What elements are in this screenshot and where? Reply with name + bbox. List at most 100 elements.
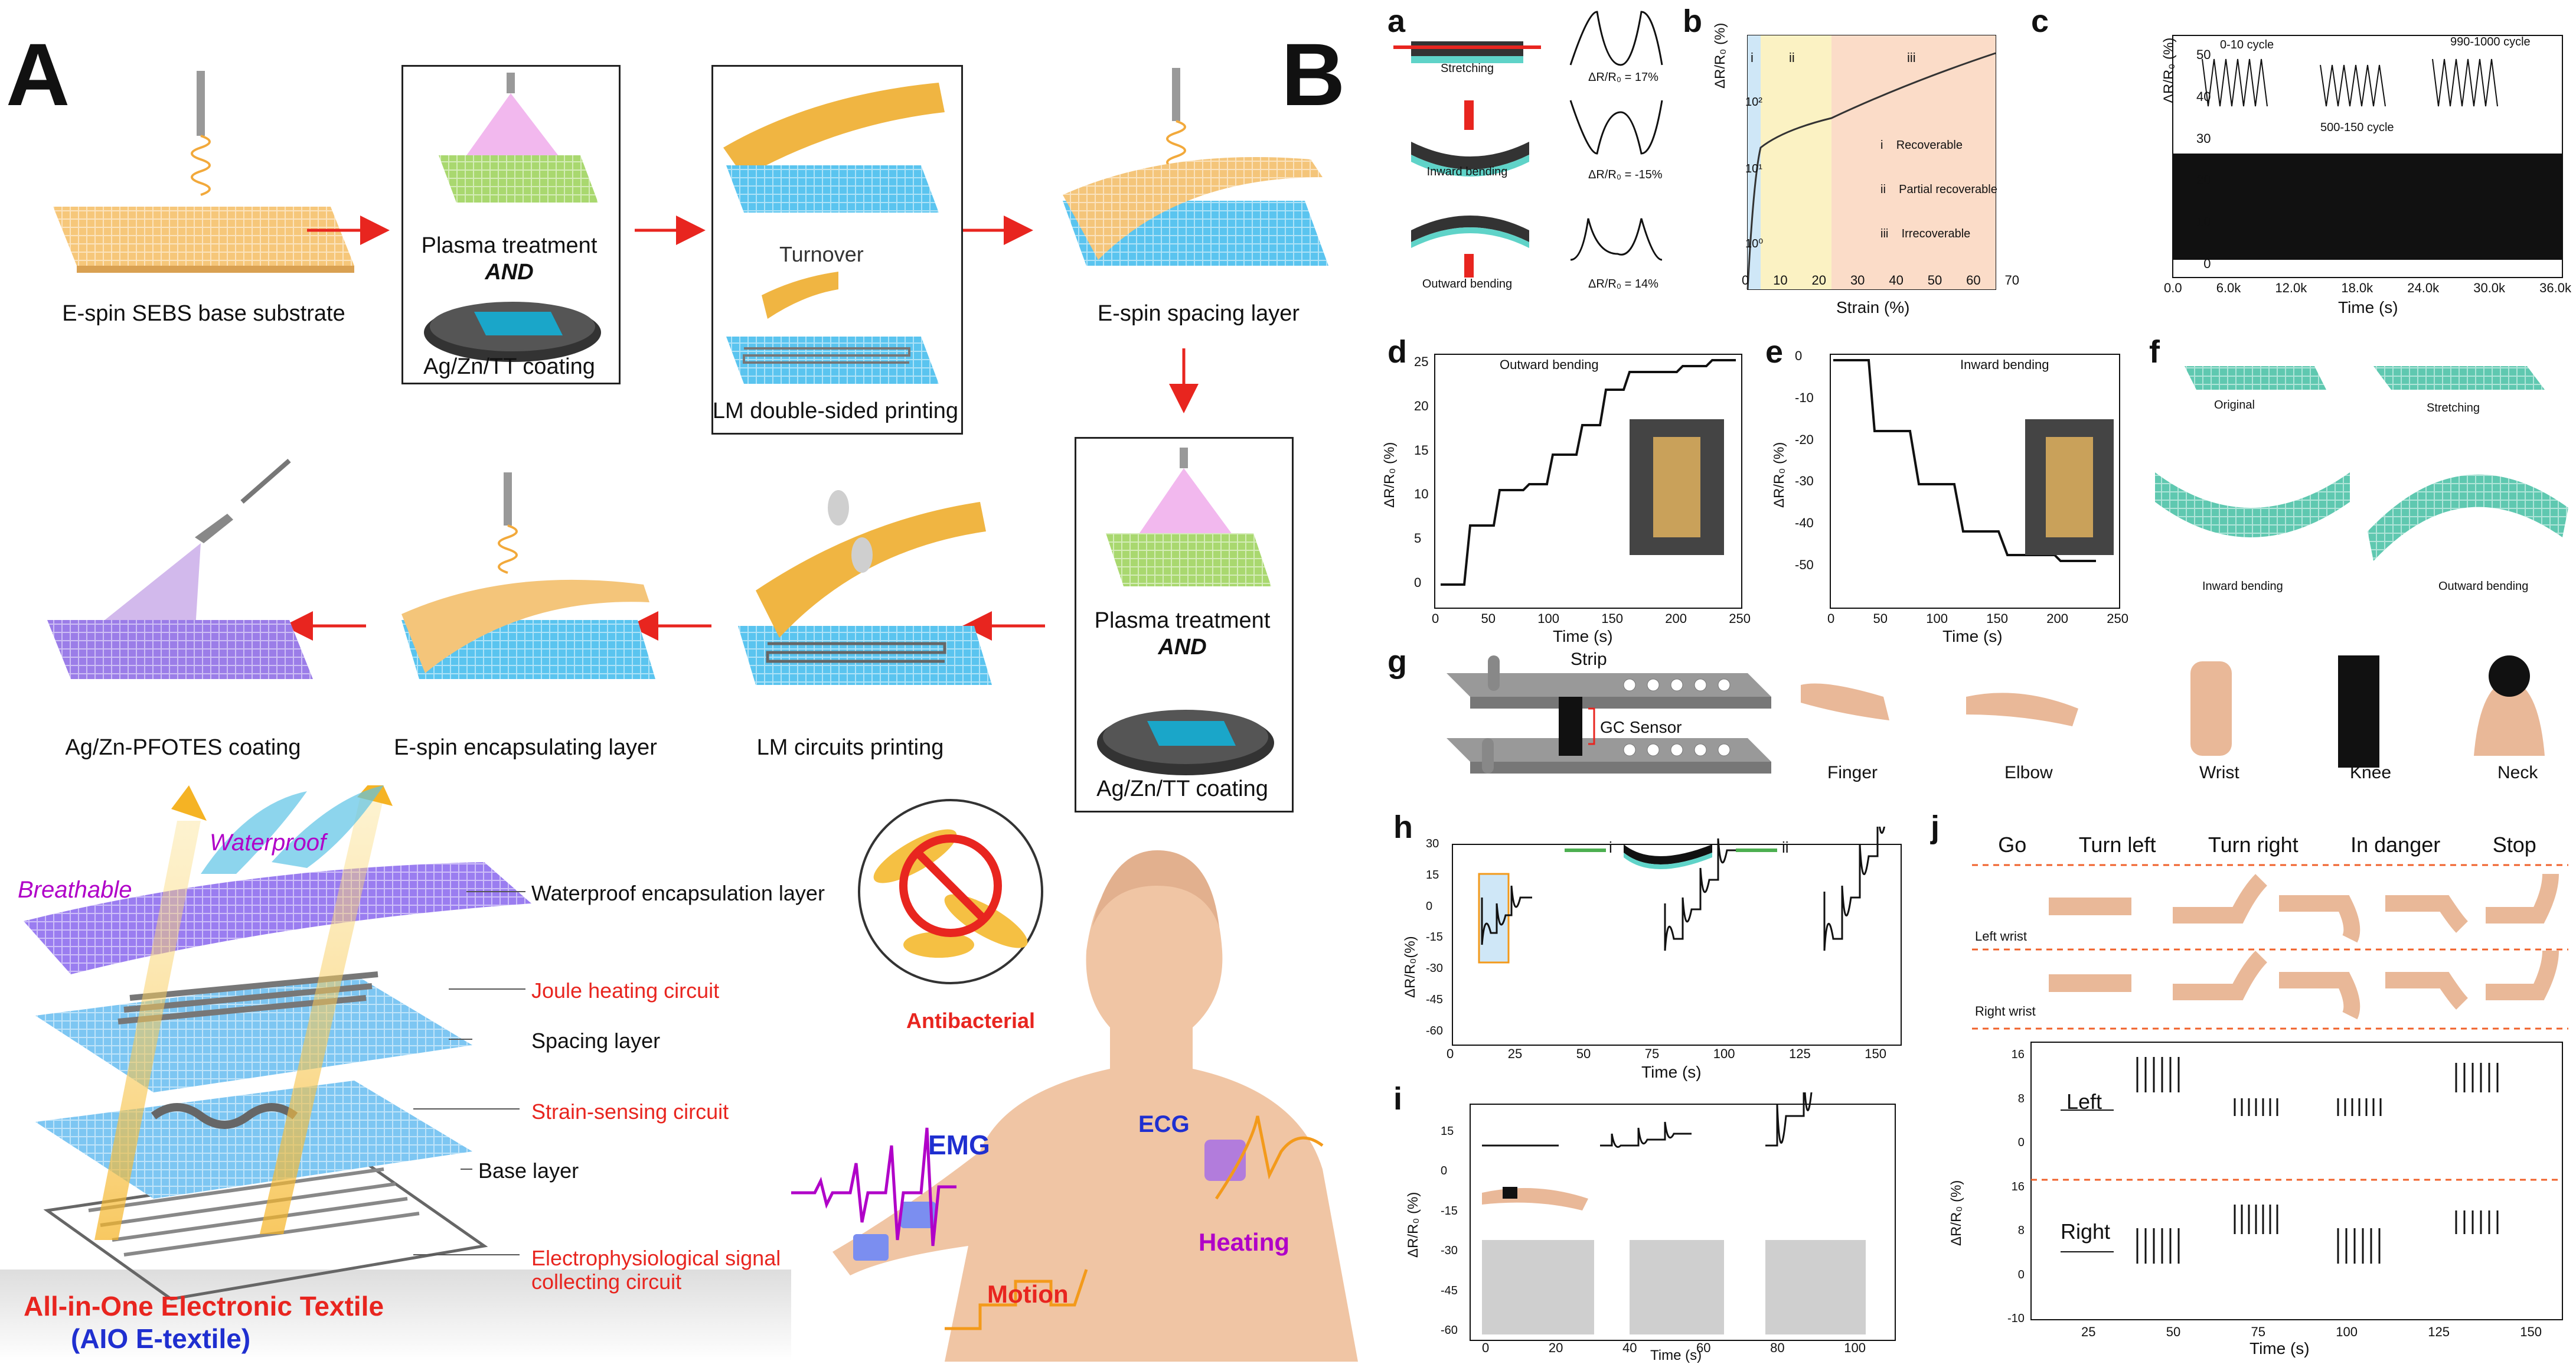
step5-caption-b: AND — [1158, 635, 1207, 660]
sub-c-chart — [2172, 35, 2563, 278]
sub-c-xtick: 18.0k — [2341, 280, 2373, 295]
sub-j-ylabel: ΔR/R₀ (%) — [1948, 1180, 1964, 1246]
sub-g-part4: Knee — [2350, 763, 2392, 782]
panel-b-letter: B — [1281, 25, 1346, 124]
sub-e-ytick: -20 — [1795, 432, 1814, 447]
step3-caption: LM double-sided printing — [712, 399, 959, 423]
sub-d-letter: d — [1387, 334, 1407, 370]
step7-caption: E-spin encapsulating layer — [394, 735, 657, 760]
sub-h-ytick: -30 — [1426, 962, 1443, 975]
aio-title-1: All-in-One Electronic Textile — [24, 1291, 384, 1321]
sub-b-xlabel: Strain (%) — [1836, 298, 1910, 316]
aio-title-2: (AIO E-textile) — [71, 1323, 251, 1354]
sub-h-yticks: 30 15 0 -15 -30 -45 -60 — [1426, 837, 1443, 1038]
sub-i-xtick: 20 — [1548, 1340, 1563, 1355]
sub-f-graphic — [2155, 366, 2568, 561]
layer-electro-label-1: Electrophysiological signal — [531, 1246, 781, 1270]
sub-c-xlabel: Time (s) — [2338, 298, 2398, 316]
sub-e-xtick: 100 — [1926, 611, 1948, 626]
sub-e-ytick: -30 — [1795, 474, 1814, 489]
sub-h-xtick: 100 — [1713, 1046, 1735, 1061]
layer-joule-label: Joule heating circuit — [531, 978, 720, 1003]
sub-a-graphic — [1393, 11, 1663, 278]
sub-f-letter: f — [2149, 334, 2160, 370]
sub-c-xtick: 36.0k — [2539, 280, 2571, 295]
sub-e-ytick: 0 — [1795, 348, 1803, 363]
sub-j-xticks: 25 50 75 100 125 150 — [2081, 1324, 2542, 1340]
sub-h-xtick: 0 — [1447, 1046, 1454, 1061]
sub-g-part1: Finger — [1827, 763, 1878, 782]
sub-i-xtick: 80 — [1770, 1340, 1785, 1355]
emg-label: EMG — [928, 1130, 990, 1160]
sub-b-ylabel: ΔR/R₀ (%) — [1712, 22, 1728, 89]
waterproof-label: Waterproof — [210, 830, 327, 856]
sub-j-ytick: 16 — [2011, 1180, 2025, 1193]
sub-c-letter: c — [2031, 4, 2049, 39]
sub-g-part3: Wrist — [2199, 763, 2239, 782]
sub-h-ytick: -60 — [1426, 1024, 1443, 1037]
step2-box — [401, 65, 621, 384]
layer-strain-label: Strain-sensing circuit — [531, 1099, 729, 1124]
step5-caption-a: Plasma treatment — [1094, 608, 1271, 633]
sub-h-ytick: -45 — [1426, 993, 1443, 1007]
step1-graphic — [53, 71, 354, 273]
sub-b-xtick: 30 — [1850, 273, 1865, 288]
sub-i-xtick: 0 — [1482, 1340, 1490, 1355]
sub-j-xtick: 75 — [2251, 1324, 2265, 1339]
sub-j-row2: Right wrist — [1975, 1004, 2036, 1019]
sub-d-yticks: 0 5 10 15 20 25 — [1414, 354, 1428, 590]
sub-c-yticks: 0 10 20 30 40 50 — [2196, 47, 2211, 272]
sub-i-chart — [1470, 1092, 1896, 1341]
sub-e-ytick: -50 — [1795, 557, 1814, 572]
sub-a-val1: ΔR/R₀ = 17% — [1588, 71, 1658, 84]
sub-d-xtick: 50 — [1481, 611, 1496, 626]
sub-h-ytick: -15 — [1426, 931, 1443, 944]
sub-h-xtick: 125 — [1789, 1046, 1811, 1061]
sub-h-ytick: 30 — [1426, 837, 1439, 850]
sub-d-ytick: 0 — [1414, 575, 1422, 590]
sub-c-ytick: 30 — [2196, 130, 2211, 146]
sub-c-inset1: 0-10 cycle — [2220, 38, 2274, 51]
sub-a-val3: ΔR/R₀ = 14% — [1588, 278, 1658, 291]
sub-e-xtick: 200 — [2046, 611, 2068, 626]
sub-h-ytick: 0 — [1426, 899, 1433, 913]
panel-a-graphics — [47, 68, 1328, 685]
sub-j-gesture: Turn left — [2078, 833, 2156, 857]
sub-d-xtick: 100 — [1537, 611, 1559, 626]
sub-c-xtick: 6.0k — [2216, 280, 2241, 295]
sub-b-xtick: 50 — [1927, 273, 1942, 288]
sub-d-xtick: 200 — [1665, 611, 1687, 626]
sub-d-xlabel: Time (s) — [1553, 627, 1613, 645]
sub-c-xtick: 0.0 — [2164, 280, 2182, 295]
sub-e-xticks: 0 50 100 150 200 250 — [1827, 611, 2128, 626]
step3-box — [711, 65, 963, 435]
sub-j-yticks: 16 8 0 16 8 0 -10 — [2007, 1048, 2025, 1326]
sub-h-chart — [1452, 827, 1902, 1046]
step4-caption: E-spin spacing layer — [1097, 301, 1300, 326]
sub-e-xtick: 150 — [1986, 611, 2008, 626]
sub-j-xtick: 100 — [2336, 1324, 2358, 1339]
sub-h-xtick: 75 — [1644, 1046, 1660, 1061]
antibacterial-label: Antibacterial — [906, 1009, 1036, 1033]
sub-c-ylabel: ΔR/R₀ (%) — [2161, 37, 2177, 103]
sub-b-chart — [1746, 35, 1996, 290]
sub-e-xtick: 50 — [1873, 611, 1888, 626]
sub-h-mark2: ii — [1782, 838, 1789, 856]
sub-j-row1: Left wrist — [1975, 929, 2028, 944]
step3-graphic — [723, 83, 945, 384]
sub-h-xtick: 50 — [1576, 1046, 1591, 1061]
sub-d-ylabel: ΔR/R₀ (%) — [1382, 442, 1398, 508]
sub-g-graphic — [1447, 655, 2545, 774]
sub-b-xtick: 70 — [2004, 273, 2019, 288]
sub-a-letter: a — [1387, 4, 1406, 39]
sub-i-ytick: 15 — [1441, 1125, 1454, 1138]
sub-b-region2: ii — [1789, 50, 1795, 65]
step5-box — [1075, 437, 1294, 812]
sub-b-xtick: 0 — [1742, 273, 1749, 288]
sub-d-ytick: 20 — [1414, 398, 1429, 413]
sub-g-letter: g — [1387, 644, 1407, 680]
step1-caption: E-spin SEBS base substrate — [62, 301, 345, 326]
heating-label: Heating — [1199, 1228, 1290, 1256]
sub-c-ytick: 40 — [2196, 89, 2211, 104]
step8-graphic — [47, 458, 313, 679]
